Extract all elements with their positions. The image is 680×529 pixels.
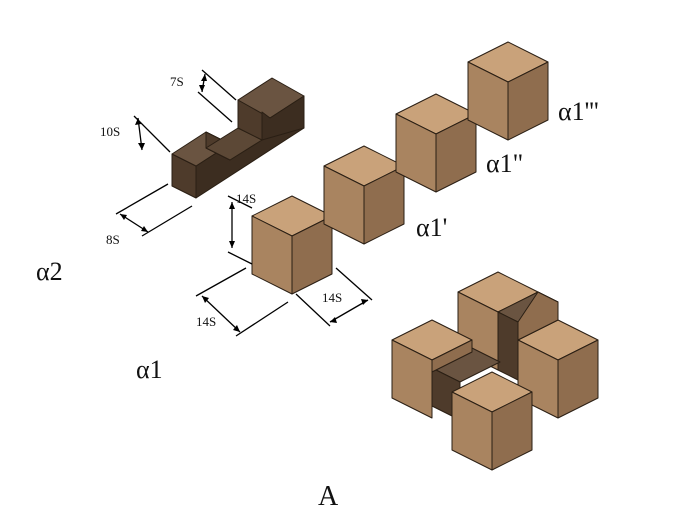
cube-alpha1 — [251, 195, 333, 295]
caption-label: A — [318, 481, 339, 512]
dim-label-14s-vertical: 14S — [236, 191, 256, 206]
bar-right-block-side — [261, 95, 305, 141]
dim-label-10s: 10S — [100, 124, 120, 139]
assembled-structure — [391, 271, 599, 471]
label-alpha1-prime: α1' — [416, 213, 447, 242]
cube-alpha1-double-prime — [395, 93, 477, 193]
label-alpha1-triple-prime: α1''' — [558, 97, 599, 126]
notched-bar-alpha2 — [171, 77, 305, 199]
dimension-lines-alpha1 — [195, 195, 373, 337]
label-alpha1-double-prime: α1" — [486, 149, 523, 178]
dim-label-7s: 7S — [170, 74, 184, 89]
cube-alpha1-triple-prime — [467, 41, 549, 141]
cube-alpha1-prime — [323, 145, 405, 245]
dim-label-14s-left: 14S — [196, 314, 216, 329]
cube-right — [291, 215, 333, 295]
label-alpha1: α1 — [136, 355, 163, 384]
label-alpha2: α2 — [36, 257, 63, 286]
dim-label-8s: 8S — [106, 232, 120, 247]
dim-label-14s-right: 14S — [322, 290, 342, 305]
dimension-lines-alpha2 — [115, 69, 237, 237]
